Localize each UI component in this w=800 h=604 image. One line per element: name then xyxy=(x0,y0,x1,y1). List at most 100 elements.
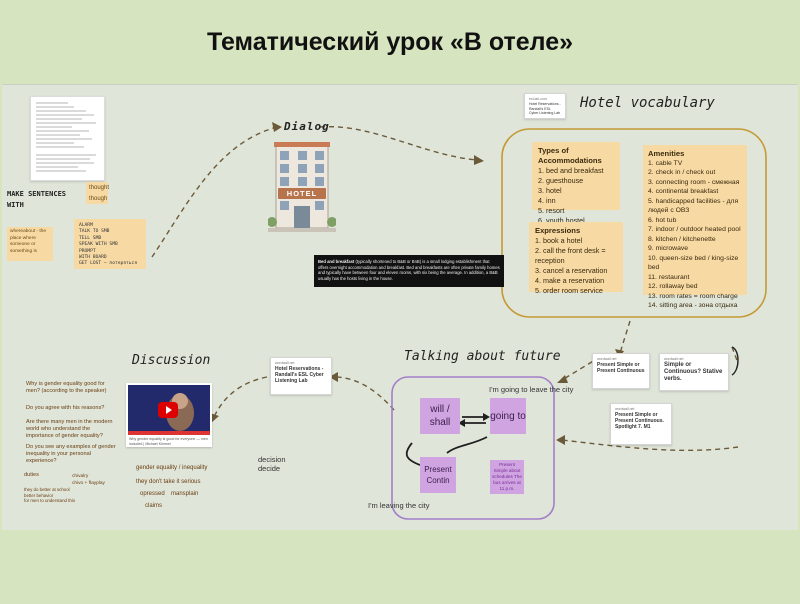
term-serious: they don't take it serious xyxy=(136,479,201,485)
ref-card-source: wordwall.net xyxy=(597,357,617,361)
video-card[interactable]: Why gender equality is good for everyone… xyxy=(126,383,212,447)
arrow-future-to-card xyxy=(333,376,395,411)
amenity-item: 6. hot tub xyxy=(648,216,677,224)
accommodations-heading: Types of Accommodations xyxy=(538,146,602,165)
ref-card-title: Hotel Reservations - Randall's ESL Cyber… xyxy=(275,366,324,384)
note-present-continuous[interactable]: Present Contin xyxy=(420,457,456,493)
phrase-item: PROMPT xyxy=(79,248,96,254)
sticky-thought[interactable]: thought xyxy=(86,182,109,193)
phrase-item: TALK TO SMB xyxy=(79,229,110,235)
question-4: Do you see any examples of gender inequa… xyxy=(26,444,116,464)
play-icon[interactable] xyxy=(158,402,178,418)
video-frame xyxy=(128,385,210,435)
note-present-simple[interactable]: Present Simple about schedules The bus a… xyxy=(490,460,524,494)
term-gender-equality: gender equality / inequality xyxy=(136,465,208,471)
amenity-item: 2. check in / check out xyxy=(648,169,716,176)
term-mansplain: mansplain xyxy=(171,491,199,497)
dialog-heading: Dialog xyxy=(284,120,330,133)
phrase-item: GET LOST – потеряться xyxy=(79,261,138,267)
amenity-item: 11. restaurant xyxy=(648,273,690,281)
amenity-item: 10. queen-size bed / king-size bed xyxy=(648,254,739,272)
decision-note: decision decide xyxy=(258,455,286,473)
phrase-item: SPEAK WITH SMB xyxy=(79,242,118,248)
phrase-item: WITH BOARD xyxy=(79,255,107,261)
sticky-whereabout[interactable]: whereabout - the place where someone or … xyxy=(7,227,53,261)
video-caption: Why gender equality is good for everyone… xyxy=(129,437,208,446)
amenity-item: 4. continental breakfast xyxy=(648,188,719,195)
phrase-item: ALARM xyxy=(79,223,93,228)
definition-box: Bed and breakfast (typically shortened t… xyxy=(314,255,504,287)
ref-card-title: Hotel Reservations - Randall's ESL Cyber… xyxy=(529,102,561,115)
hotel-vocabulary-heading: Hotel vocabulary xyxy=(580,95,715,111)
ref-card-title: Present Simple or Present Continuous xyxy=(597,362,645,374)
arrow-cards-to-future xyxy=(561,439,739,452)
arrow-to-future xyxy=(561,356,601,381)
amenities-heading: Amenities xyxy=(648,149,685,158)
expressions-heading: Expressions xyxy=(535,226,581,235)
accommodation-item: 1. bed and breakfast xyxy=(538,166,604,175)
amenity-item: 13. room rates = room charge xyxy=(648,292,738,300)
ref-card-source: esl-lab.com xyxy=(529,97,547,101)
sticky-though[interactable]: though xyxy=(86,193,108,204)
amenity-item: 14. sitting area - зона отдыха xyxy=(648,302,738,309)
term-claims: claims xyxy=(145,503,163,509)
hotel-building-icon xyxy=(267,142,337,232)
ref-card-source: wordwall.net xyxy=(615,407,635,411)
side-note-understand: for men to understand this xyxy=(24,498,76,503)
amenity-item: 1. cable TV xyxy=(648,159,683,167)
amenity-item: 5. handicapped facilities - для людей с … xyxy=(648,197,739,215)
accommodation-item: 2. guesthouse xyxy=(538,176,584,185)
ref-card-spotlight[interactable]: wordwall.net Present Simple or Present C… xyxy=(610,403,672,445)
sticky-phrases[interactable]: ALARM TALK TO SMB TELL SMB SPEAK WITH SM… xyxy=(74,219,146,269)
whiteboard: Dialog Hotel vocabulary Talking about fu… xyxy=(2,84,798,530)
sticky-amenities[interactable]: Amenities 1. cable TV 2. check in / chec… xyxy=(643,145,747,309)
sticky-accommodations[interactable]: Types of Accommodations 1. bed and break… xyxy=(532,142,620,225)
expression-item: 1. book a hotel xyxy=(535,236,583,245)
question-1: Why is gender equality good for men? (ac… xyxy=(26,381,107,394)
hotel-sign: HOTEL xyxy=(286,189,318,198)
arrow-to-dialog xyxy=(151,126,278,258)
side-note-chivalry: chivalry xyxy=(72,474,89,479)
ref-card-hotel-reservations[interactable]: wordwall.net Hotel Reservations - Randal… xyxy=(270,357,332,395)
ref-card-stative-verbs[interactable]: wordwall.net Simple or Continuous? Stati… xyxy=(659,353,729,391)
side-note-duties: duties xyxy=(24,472,39,478)
arrow-to-vocabulary xyxy=(319,125,478,161)
connector-arrows xyxy=(151,122,767,520)
accommodation-item: 5. resort xyxy=(538,206,565,215)
definition-term: Bed and breakfast xyxy=(318,259,355,264)
sticky-expressions[interactable]: Expressions 1. book a hotel 2. call the … xyxy=(529,222,623,295)
hotel-building-image: HOTEL xyxy=(267,140,337,235)
ref-card-source: wordwall.net xyxy=(664,357,684,361)
amenity-item: 9. microwave xyxy=(648,245,689,252)
vocabulary-frame xyxy=(501,128,767,318)
ref-card-vocabulary[interactable]: esl-lab.com Hotel Reservations - Randall… xyxy=(524,93,566,119)
expression-item: 4. make a reservation xyxy=(535,276,605,285)
accommodation-item: 4. inn xyxy=(538,196,556,205)
talking-future-heading: Talking about future xyxy=(404,349,561,364)
expression-item: 2. call the front desk = reception xyxy=(535,246,606,265)
caption-leaving: I'm leaving the city xyxy=(368,501,430,510)
document-text-lines xyxy=(36,102,96,172)
arrow-vocab-to-cards xyxy=(619,320,631,354)
note-will-shall[interactable]: will / shall xyxy=(420,398,460,434)
side-note-school: they do better at school better behavior xyxy=(24,487,70,498)
caption-going-to: I'm going to leave the city xyxy=(489,385,574,394)
discussion-heading: Discussion xyxy=(132,353,211,368)
future-frame xyxy=(391,376,555,520)
note-going-to[interactable]: going to xyxy=(490,398,526,434)
arrow-card-to-discussion xyxy=(213,376,268,418)
accommodation-item: 6. youth hostel xyxy=(538,216,585,225)
phrase-item: TELL SMB xyxy=(79,235,102,241)
amenity-item: 7. indoor / outdoor heated pool xyxy=(648,226,741,233)
definition-text: (typically shortened to B&B or BnB) is a… xyxy=(318,259,500,281)
ref-card-title: Simple or Continuous? Stative verbs. xyxy=(664,362,723,382)
ref-card-present-simple-continuous[interactable]: wordwall.net Present Simple or Present C… xyxy=(592,353,650,389)
ref-card-title: Present Simple or Present Continuous. Sp… xyxy=(615,412,664,430)
arrow-vertical xyxy=(731,346,739,364)
question-2: Do you agree with his reasons? xyxy=(26,405,105,411)
side-note-chivo: chivo + flayplay xyxy=(72,481,105,486)
video-thumbnail[interactable] xyxy=(128,385,210,435)
text-document-card[interactable] xyxy=(30,96,105,181)
make-sentences-heading: MAKE SENTENCES WITH xyxy=(7,190,67,209)
amenity-item: 8. kitchen / kitchenette xyxy=(648,235,716,243)
